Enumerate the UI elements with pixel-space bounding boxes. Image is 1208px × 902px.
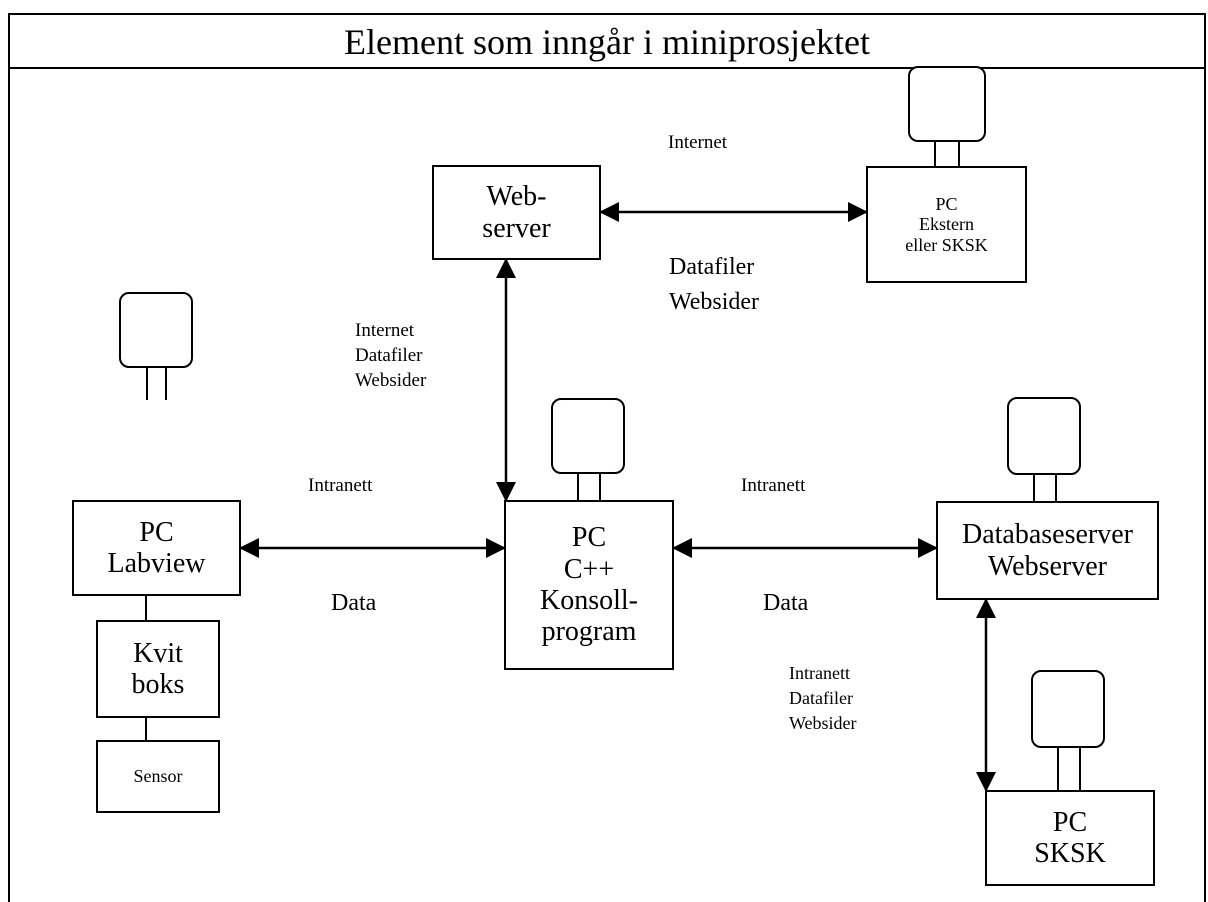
label-websider: Websider xyxy=(789,713,857,733)
node-label: C++ xyxy=(563,553,615,585)
node-label: eller SKSK xyxy=(905,234,988,255)
monitor-icon xyxy=(551,398,625,474)
monitor-stand-icon xyxy=(577,474,601,502)
node-label: server xyxy=(482,212,551,244)
node-label: PC xyxy=(1052,806,1088,838)
monitor-stand-icon xyxy=(146,368,167,400)
label-internet: Internet xyxy=(355,320,415,341)
node-webserver: Web- server xyxy=(432,165,601,260)
title-row: Element som inngår i miniprosjektet xyxy=(10,15,1204,69)
label-intranett: Intranett xyxy=(741,475,806,496)
label-datafiler: Datafiler xyxy=(669,254,755,280)
diagram-title: Element som inngår i miniprosjektet xyxy=(344,22,870,62)
label-data: Data xyxy=(331,590,377,616)
label-intranett: Intranett xyxy=(308,475,373,496)
node-label: Web- xyxy=(486,181,547,213)
node-label: PC xyxy=(571,522,607,554)
node-sensor: Sensor xyxy=(96,740,220,813)
node-label: Ekstern xyxy=(919,214,974,235)
node-pc-cpp: PC C++ Konsoll- program xyxy=(504,500,674,670)
node-kvit-boks: Kvit boks xyxy=(96,620,220,718)
monitor-icon xyxy=(1031,670,1105,748)
node-label: PC xyxy=(139,516,174,548)
node-label: SKSK xyxy=(1034,838,1106,869)
label-intranett: Intranett xyxy=(789,663,850,683)
node-label: Webserver xyxy=(987,550,1107,582)
node-label: program xyxy=(541,616,637,648)
node-label: Sensor xyxy=(133,766,183,787)
monitor-stand-icon xyxy=(1033,475,1057,501)
node-label: boks xyxy=(131,669,185,700)
node-label: Labview xyxy=(107,548,206,579)
node-label: Kvit xyxy=(133,637,183,669)
node-pc-ekstern: PC Ekstern eller SKSK xyxy=(866,166,1027,283)
node-label: Konsoll- xyxy=(540,585,638,616)
node-label: PC xyxy=(935,194,958,215)
node-databaseserver: Databaseserver Webserver xyxy=(936,501,1159,600)
label-websider: Websider xyxy=(355,370,427,391)
monitor-stand-icon xyxy=(1057,748,1081,790)
node-pc-sksk: PC SKSK xyxy=(985,790,1155,886)
node-pc-labview: PC Labview xyxy=(72,500,241,596)
monitor-stand-icon xyxy=(934,142,960,166)
node-label: Databaseserver xyxy=(961,519,1133,551)
label-data: Data xyxy=(763,590,809,616)
monitor-icon xyxy=(908,66,986,142)
label-datafiler: Datafiler xyxy=(355,345,423,366)
diagram-frame: Element som inngår i miniprosjektet xyxy=(8,13,1206,902)
label-websider: Websider xyxy=(669,289,760,315)
label-internet: Internet xyxy=(668,132,728,153)
monitor-icon xyxy=(119,292,193,368)
label-datafiler: Datafiler xyxy=(789,688,853,708)
monitor-icon xyxy=(1007,397,1081,475)
